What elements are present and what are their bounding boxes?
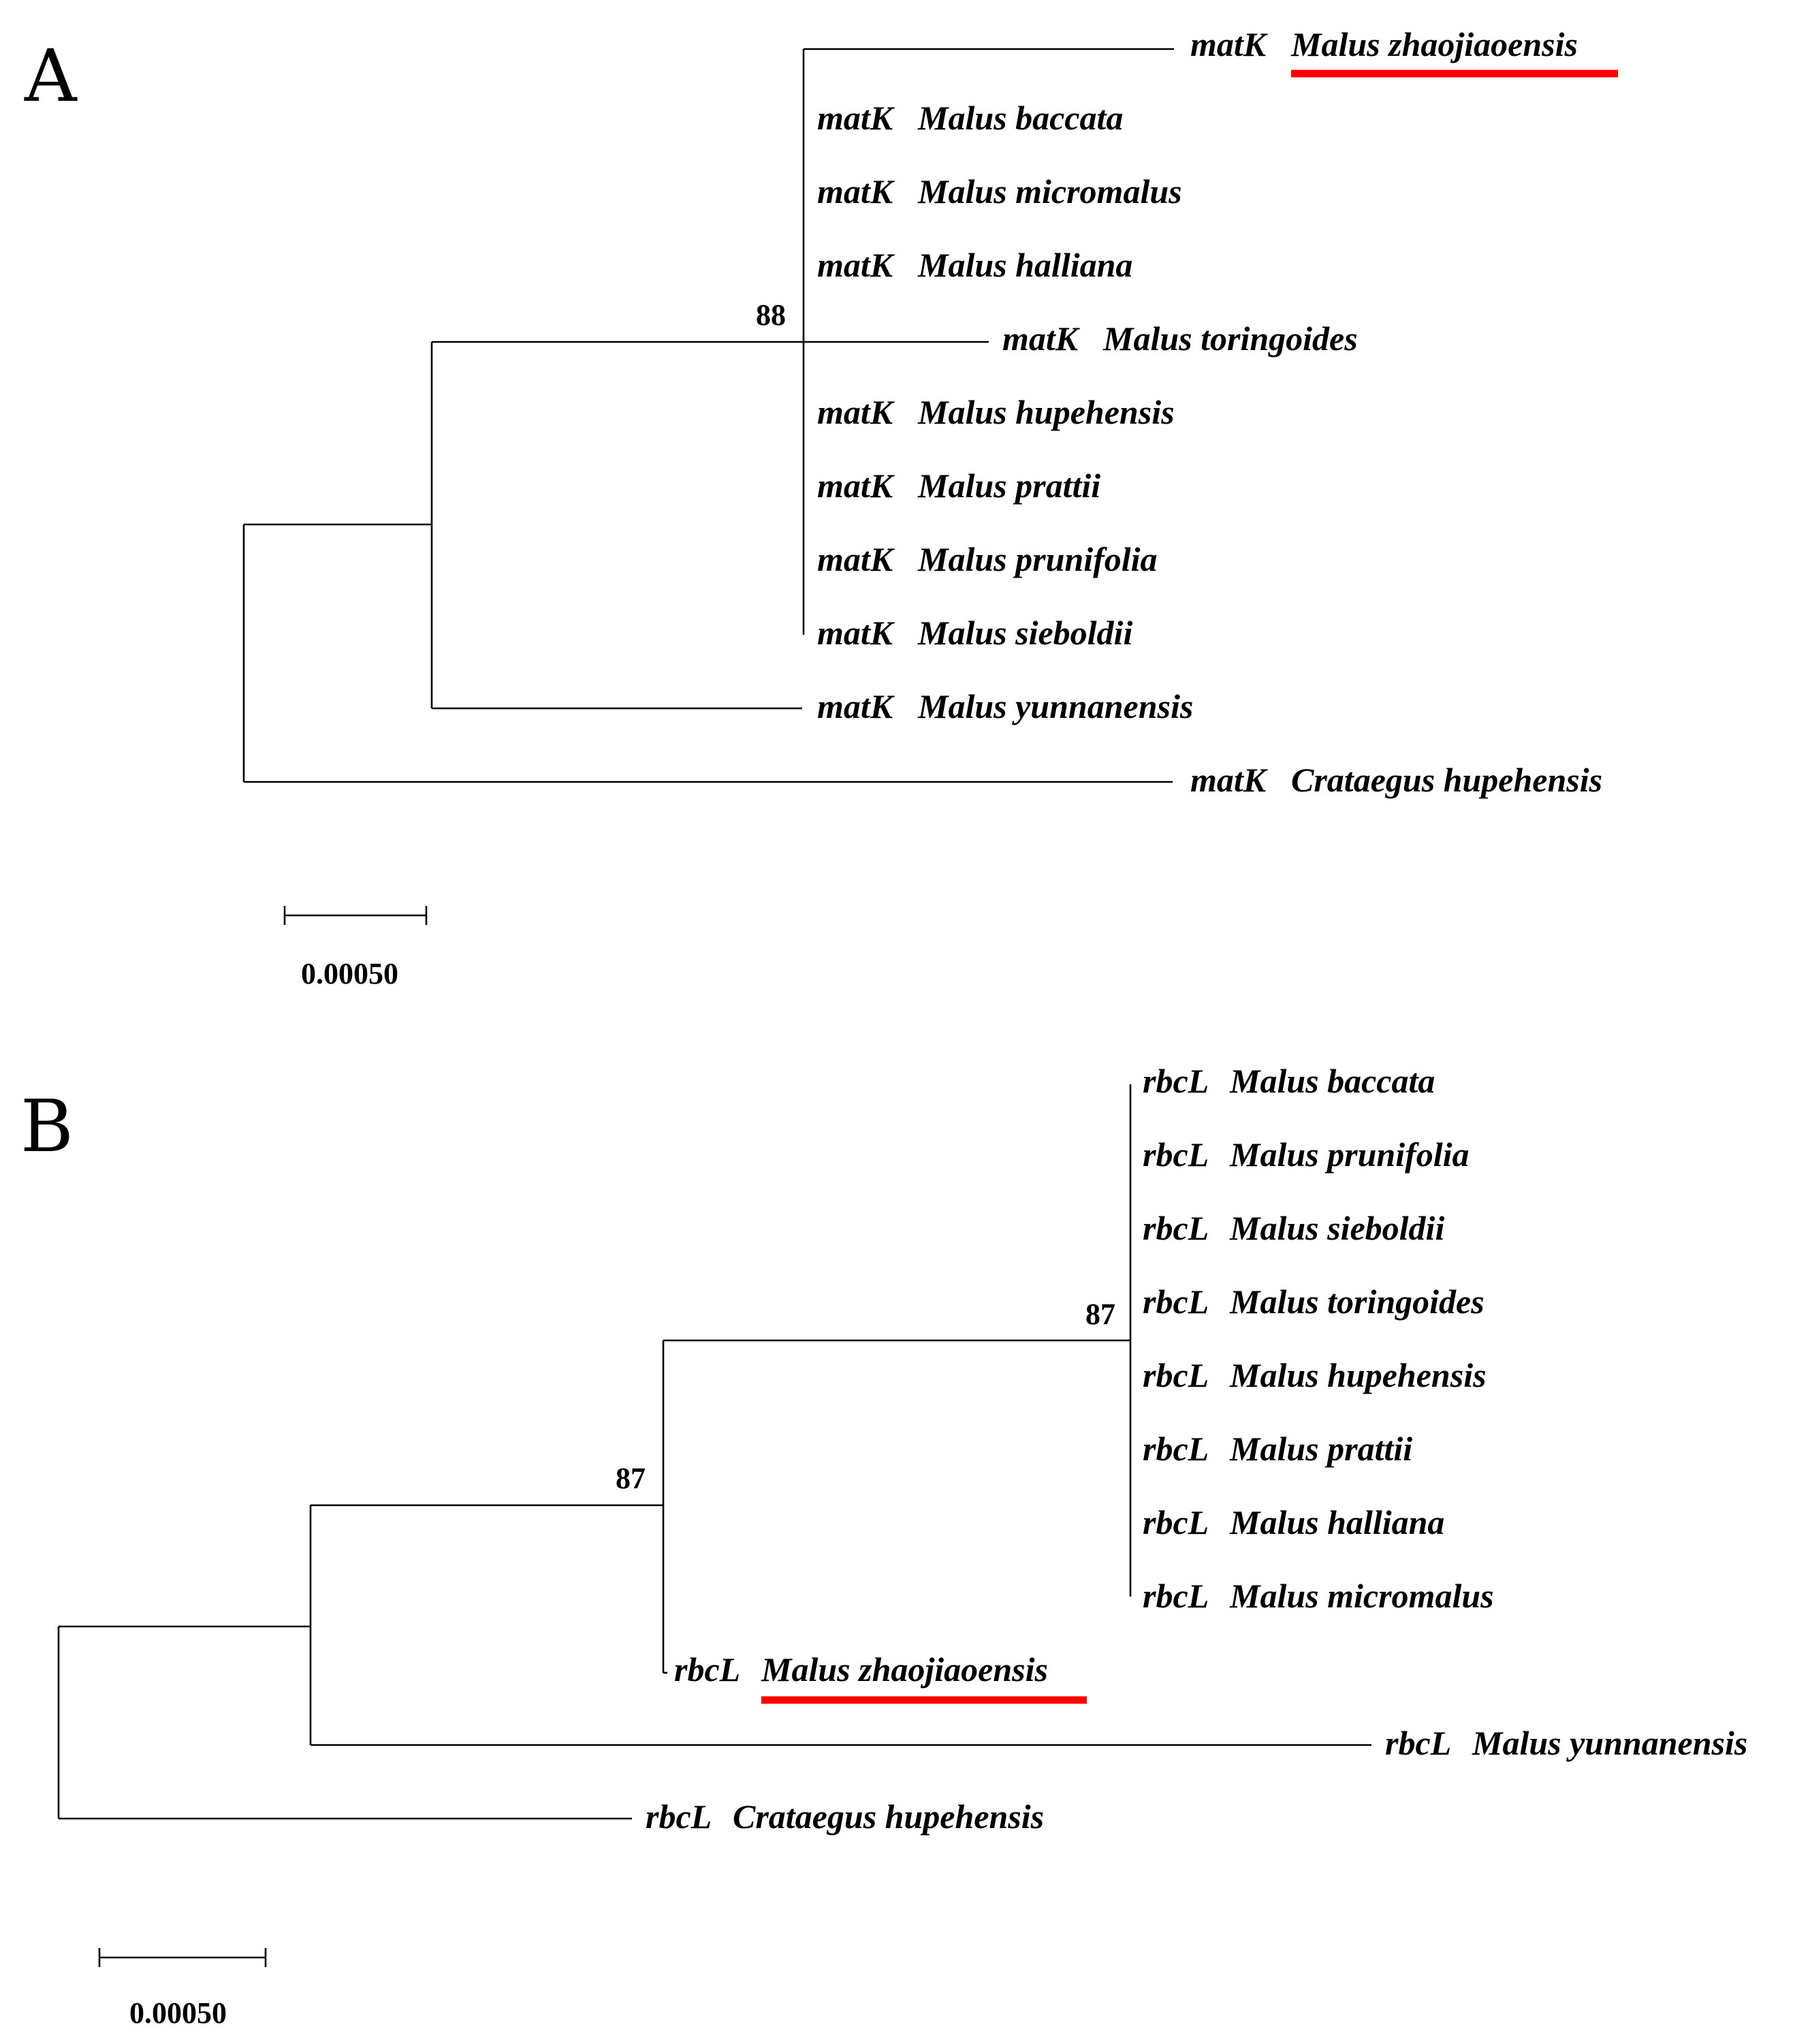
gene-name: rbcL <box>1143 1209 1208 1247</box>
species-name: Malus baccata <box>1229 1062 1435 1100</box>
species-name: Malus prunifolia <box>1229 1135 1470 1174</box>
gene-name: matK <box>1190 25 1269 63</box>
species-name: Malus baccata <box>917 99 1123 137</box>
gene-name: rbcL <box>1143 1135 1208 1174</box>
taxon-label: matK Malus hupehensis <box>817 393 1175 431</box>
gene-name: rbcL <box>1385 1724 1450 1762</box>
species-name: Malus yunnanensis <box>1472 1724 1747 1762</box>
gene-name: matK <box>817 687 895 725</box>
taxon-label: rbcL Malus toringoides <box>1143 1283 1484 1321</box>
panel-b: B 87 87 rbcL Malus baccata rbcL Malus <box>20 1062 1747 2030</box>
species-name: Malus micromalus <box>917 172 1182 210</box>
gene-name: rbcL <box>1143 1430 1208 1468</box>
scale-bar-label: 0.00050 <box>301 957 398 990</box>
gene-name: matK <box>817 99 895 137</box>
taxon-label: matK Malus yunnanensis <box>817 687 1193 725</box>
gene-name: matK <box>817 393 895 431</box>
gene-name: rbcL <box>646 1797 711 1836</box>
gene-name: rbcL <box>1143 1283 1208 1321</box>
scale-bar: 0.00050 <box>283 906 428 990</box>
taxon-label: rbcL Malus sieboldii <box>1143 1209 1444 1247</box>
taxon-label: matK Malus prattii <box>817 467 1100 505</box>
species-name: Malus sieboldii <box>917 614 1132 652</box>
taxon-label: rbcL Malus prattii <box>1143 1430 1412 1468</box>
gene-name: matK <box>817 172 895 210</box>
taxon-label: matK Malus micromalus <box>817 172 1182 210</box>
species-name: Malus micromalus <box>1229 1577 1494 1615</box>
species-name: Malus zhaojiaoensis <box>761 1650 1048 1688</box>
species-name: Malus toringoides <box>1102 319 1358 358</box>
species-name: Malus hupehensis <box>917 393 1175 431</box>
panel-a-tree-branches <box>242 48 1174 783</box>
species-name: Malus yunnanensis <box>917 687 1193 725</box>
taxon-label: matK Crataegus hupehensis <box>1190 761 1602 799</box>
gene-name: matK <box>817 246 895 284</box>
panel-b-tree-branches <box>57 1084 1371 1820</box>
taxon-label: rbcL Crataegus hupehensis <box>646 1797 1044 1836</box>
taxon-label: rbcL Malus hupehensis <box>1143 1356 1487 1394</box>
taxon-label: rbcL Malus prunifolia <box>1143 1135 1470 1174</box>
taxon-label: rbcL Malus zhaojiaoensis <box>674 1650 1048 1688</box>
taxon-label: rbcL Malus baccata <box>1143 1062 1435 1100</box>
gene-name: rbcL <box>1143 1062 1208 1100</box>
species-name: Malus zhaojiaoensis <box>1290 25 1578 63</box>
gene-name: rbcL <box>674 1650 740 1688</box>
taxon-label: rbcL Malus micromalus <box>1143 1577 1494 1615</box>
gene-name: matK <box>817 614 895 652</box>
gene-name: rbcL <box>1143 1356 1208 1394</box>
gene-name: rbcL <box>1143 1577 1208 1615</box>
gene-name: matK <box>1002 319 1081 358</box>
species-name: Crataegus hupehensis <box>733 1797 1044 1836</box>
panel-a: A 88 matK Malus zhaojiaoensis matK Malus… <box>24 25 1618 990</box>
bootstrap-value: 87 <box>616 1462 646 1495</box>
taxon-label: matK Malus prunifolia <box>817 540 1158 578</box>
gene-name: rbcL <box>1143 1503 1208 1541</box>
species-name: Malus halliana <box>917 246 1132 284</box>
gene-name: matK <box>817 467 895 505</box>
taxon-label: matK Malus toringoides <box>1002 319 1358 358</box>
species-name: Malus sieboldii <box>1229 1209 1444 1247</box>
species-name: Crataegus hupehensis <box>1291 761 1602 799</box>
panel-a-label: A <box>24 34 78 118</box>
taxon-label: matK Malus zhaojiaoensis <box>1190 25 1578 63</box>
scale-bar-label: 0.00050 <box>129 1996 227 2030</box>
species-name: Malus toringoides <box>1229 1283 1484 1321</box>
species-name: Malus halliana <box>1229 1503 1444 1541</box>
bootstrap-value: 88 <box>756 298 786 332</box>
bootstrap-value: 87 <box>1085 1298 1115 1331</box>
taxon-label: matK Malus baccata <box>817 99 1123 137</box>
taxon-label: matK Malus halliana <box>817 246 1132 284</box>
species-name: Malus prattii <box>917 467 1100 505</box>
species-name: Malus prattii <box>1229 1430 1412 1468</box>
scale-bar: 0.00050 <box>98 1948 267 2030</box>
taxon-label: rbcL Malus halliana <box>1143 1503 1444 1541</box>
gene-name: matK <box>817 540 895 578</box>
taxon-label: matK Malus sieboldii <box>817 614 1132 652</box>
gene-name: matK <box>1190 761 1269 799</box>
taxon-label: rbcL Malus yunnanensis <box>1385 1724 1747 1762</box>
panel-b-label: B <box>20 1084 74 1168</box>
species-name: Malus hupehensis <box>1229 1356 1487 1394</box>
species-name: Malus prunifolia <box>917 540 1158 578</box>
